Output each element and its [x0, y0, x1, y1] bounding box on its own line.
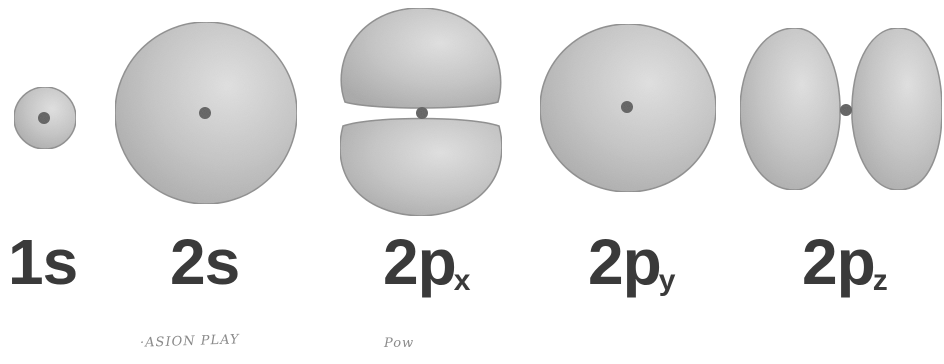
nucleus-2s	[199, 107, 211, 119]
orbital-2px-shape	[340, 8, 502, 216]
nucleus-2px	[416, 107, 428, 119]
nucleus-2pz	[840, 104, 852, 116]
orbital-2s-shape	[115, 22, 297, 204]
label-1s: 1s	[8, 230, 75, 294]
label-2pz: 2pz	[802, 230, 887, 294]
orbital-1s-shape	[14, 87, 76, 149]
handwritten-note-right: Pow	[384, 336, 414, 351]
label-2py: 2py	[588, 230, 674, 294]
nucleus-2py	[621, 101, 633, 113]
label-2s: 2s	[170, 230, 237, 294]
orbital-2pz-shape	[740, 28, 942, 190]
orbital-2py-shape	[540, 24, 716, 192]
label-2px: 2px	[383, 230, 469, 294]
nucleus-1s	[38, 112, 50, 124]
